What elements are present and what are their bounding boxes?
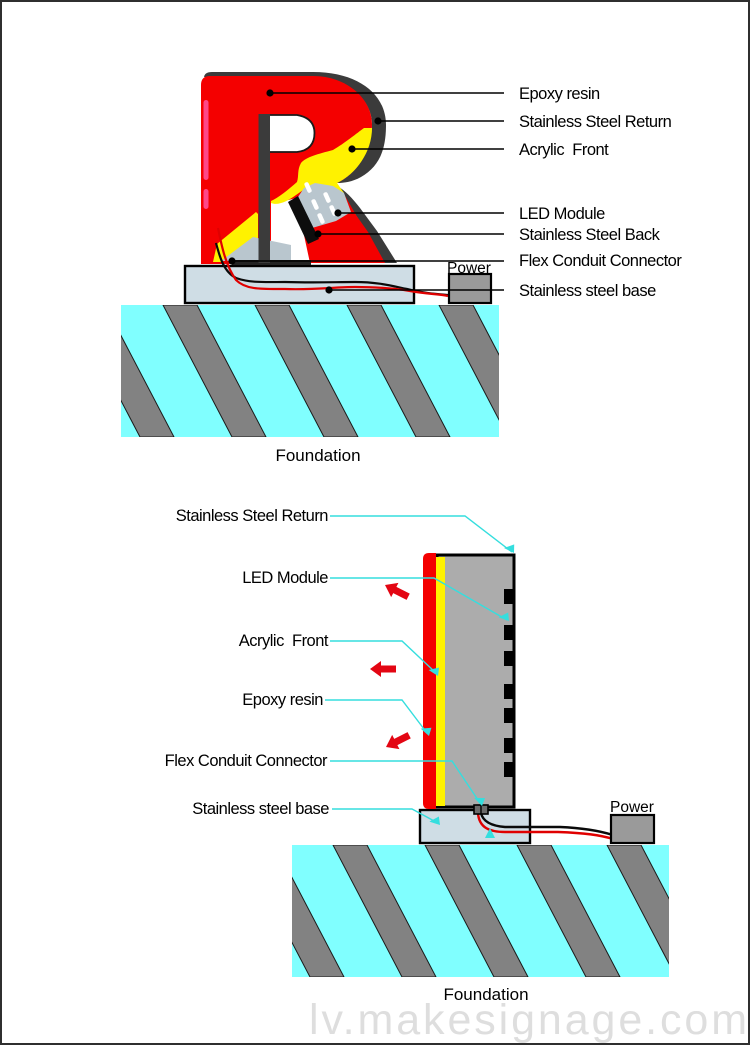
svg-text:LED Module: LED Module <box>242 569 328 587</box>
svg-text:Foundation: Foundation <box>443 985 528 1004</box>
svg-text:Power: Power <box>610 799 654 816</box>
svg-text:Flex Conduit Connector: Flex Conduit Connector <box>519 252 682 270</box>
svg-text:Stainless steel base: Stainless steel base <box>519 282 656 300</box>
svg-text:Flex Conduit Connector: Flex Conduit Connector <box>165 752 328 770</box>
svg-text:Stainless Steel Back: Stainless Steel Back <box>519 226 661 244</box>
svg-text:Acrylic Front: Acrylic Front <box>519 141 609 159</box>
svg-text:Stainless steel base: Stainless steel base <box>192 800 329 818</box>
svg-text:Foundation: Foundation <box>275 446 360 465</box>
svg-text:Epoxy resin: Epoxy resin <box>519 85 600 103</box>
svg-text:Stainless Steel Return: Stainless Steel Return <box>519 113 672 131</box>
svg-text:Power: Power <box>447 260 491 277</box>
svg-text:lv.makesignage.com: lv.makesignage.com <box>309 996 750 1044</box>
svg-text:Stainless Steel Return: Stainless Steel Return <box>176 507 329 525</box>
svg-text:Epoxy resin: Epoxy resin <box>242 691 323 709</box>
svg-text:LED Module: LED Module <box>519 205 605 223</box>
svg-text:Acrylic Front: Acrylic Front <box>239 632 329 650</box>
